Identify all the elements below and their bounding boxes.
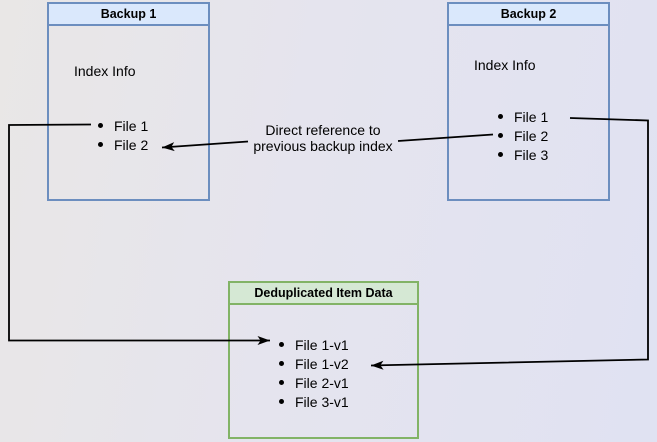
backup-2-index-info-label: Index Info xyxy=(474,57,536,73)
list-item: File 1 xyxy=(49,116,208,135)
backup-1-box: Backup 1 Index Info File 1 File 2 xyxy=(47,2,210,201)
backup-1-title: Backup 1 xyxy=(49,4,208,26)
backup-2-title: Backup 2 xyxy=(449,4,608,26)
file-label: File 1-v1 xyxy=(295,336,349,353)
file-label: File 3 xyxy=(514,146,549,163)
list-item: File 2-v1 xyxy=(230,373,417,392)
dedup-file-list: File 1-v1 File 1-v2 File 2-v1 File 3-v1 xyxy=(230,335,417,411)
list-item: File 1 xyxy=(449,107,608,126)
list-item: File 2 xyxy=(49,135,208,154)
bullet-icon xyxy=(98,142,103,147)
file-label: File 1 xyxy=(514,108,549,125)
file-label: File 3-v1 xyxy=(295,393,349,410)
file-label: File 2 xyxy=(114,136,149,153)
deduplicated-item-data-box: Deduplicated Item Data File 1-v1 File 1-… xyxy=(228,281,419,439)
direct-reference-annotation: Direct reference to previous backup inde… xyxy=(253,122,393,154)
list-item: File 1-v2 xyxy=(230,354,417,373)
file-label: File 1-v2 xyxy=(295,355,349,372)
list-item: File 3 xyxy=(449,145,608,164)
bullet-icon xyxy=(498,152,503,157)
backup-1-file-list: File 1 File 2 xyxy=(49,116,208,154)
bullet-icon xyxy=(279,342,284,347)
file-label: File 1 xyxy=(114,117,149,134)
list-item: File 1-v1 xyxy=(230,335,417,354)
deduplicated-item-data-title: Deduplicated Item Data xyxy=(230,283,417,305)
list-item: File 3-v1 xyxy=(230,392,417,411)
bullet-icon xyxy=(98,123,103,128)
list-item: File 2 xyxy=(449,126,608,145)
bullet-icon xyxy=(498,114,503,119)
bullet-icon xyxy=(498,133,503,138)
file-label: File 2 xyxy=(514,127,549,144)
file-label: File 2-v1 xyxy=(295,374,349,391)
bullet-icon xyxy=(279,380,284,385)
backup-1-index-info-label: Index Info xyxy=(74,63,136,79)
backup-2-file-list: File 1 File 2 File 3 xyxy=(449,107,608,164)
backup-2-box: Backup 2 Index Info File 1 File 2 File 3 xyxy=(447,2,610,201)
bullet-icon xyxy=(279,399,284,404)
bullet-icon xyxy=(279,361,284,366)
